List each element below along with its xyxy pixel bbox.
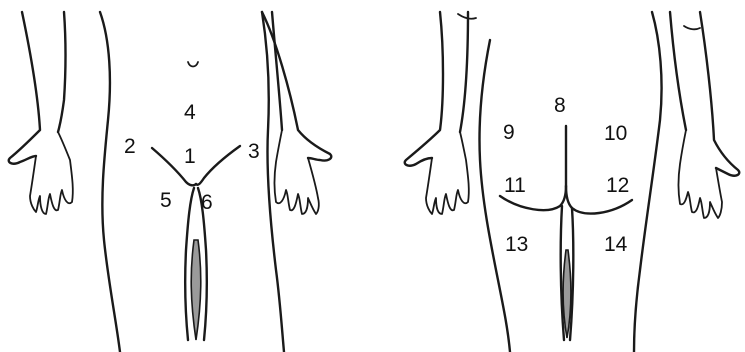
front-left-arm-outer [9,12,40,164]
back-right-arm-inner [670,12,686,130]
region-label-12: 12 [606,175,629,196]
region-label-9: 9 [503,122,515,143]
front-left-arm-inner [58,12,66,132]
front-left-torso [100,12,120,352]
back-left-arm-outer [405,12,443,166]
region-label-6: 6 [201,192,213,213]
region-label-3: 3 [248,141,260,162]
region-label-11: 11 [504,175,526,196]
back-right-shoulder-mark [684,26,700,29]
region-label-5: 5 [160,190,172,211]
front-view-figure [9,12,332,352]
region-label-14: 14 [604,234,627,255]
front-groin-right-line [196,146,240,185]
front-right-arm-inner [272,12,282,130]
front-right-arm-outer [262,12,331,161]
region-label-2: 2 [124,136,136,157]
region-label-10: 10 [604,123,627,144]
front-leg-gap [191,240,201,340]
back-view-figure [405,12,740,352]
back-left-arm-inner [460,12,468,132]
back-leg-gap [563,250,571,338]
region-label-4: 4 [184,102,196,123]
back-left-hand [426,132,469,214]
region-label-1: 1 [184,146,196,167]
region-label-13: 13 [505,234,528,255]
region-label-8: 8 [554,95,566,116]
front-navel [188,62,198,67]
back-right-torso [634,12,662,352]
back-right-arm-outer [700,12,739,176]
front-left-hand [30,132,73,214]
